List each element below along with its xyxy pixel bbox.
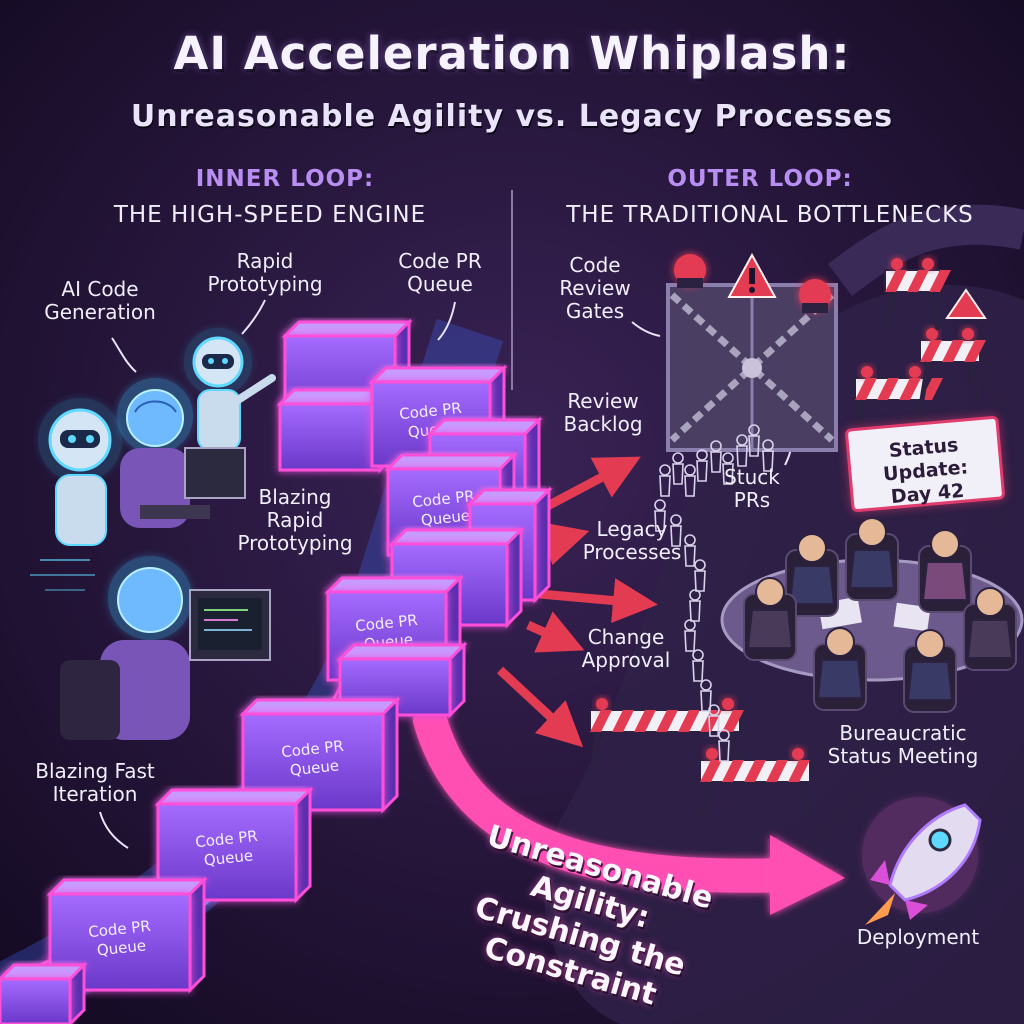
waiting-figure-icon bbox=[684, 534, 696, 567]
attendee-icon bbox=[785, 533, 839, 617]
attendee-icon bbox=[963, 587, 1017, 671]
waiting-figure-icon bbox=[670, 514, 682, 547]
page-subtitle: Unreasonable Agility vs. Legacy Processe… bbox=[130, 99, 894, 134]
label-rapid-prototyping: Rapid Prototyping bbox=[207, 249, 323, 296]
inner-loop-subheading: THE HIGH-SPEED ENGINE bbox=[113, 202, 427, 228]
outer-loop-subheading: THE TRADITIONAL BOTTLENECKS bbox=[566, 202, 974, 228]
code-stream-icon bbox=[30, 559, 95, 591]
label-legacy-processes: Legacy Processes bbox=[582, 517, 682, 564]
label-blazing-fast-iteration: Blazing Fast Iteration bbox=[35, 759, 155, 806]
road-top bbox=[827, 204, 1024, 296]
developer-bottom-icon bbox=[60, 556, 271, 740]
siren-left-icon bbox=[674, 254, 706, 288]
waiting-figure-icon bbox=[708, 704, 720, 737]
warning-sign-icon bbox=[727, 252, 777, 298]
warning-sign-far-icon bbox=[945, 288, 987, 319]
waiting-figure-icon bbox=[696, 449, 708, 482]
waiting-figure-icon bbox=[710, 440, 722, 473]
label-ai-code-generation: AI Code Generation bbox=[44, 277, 156, 324]
pr-queue-box-label: Queue bbox=[203, 846, 254, 869]
label-review-backlog: Review Backlog bbox=[563, 389, 643, 436]
waiting-figure-icon bbox=[700, 679, 712, 712]
waiting-figure-icon bbox=[748, 424, 760, 457]
pointer-ai-code bbox=[111, 337, 137, 373]
waiting-figure-icon bbox=[762, 439, 774, 472]
agility-arrow-body bbox=[413, 703, 807, 893]
pointer-fast-iteration bbox=[99, 811, 129, 849]
barrier-icon bbox=[919, 328, 986, 401]
status-update-text: Status Update: Day 42 bbox=[882, 434, 969, 508]
robot-left-icon bbox=[38, 398, 122, 546]
attendee-icon bbox=[918, 529, 972, 613]
arrow-to-change-approval bbox=[539, 578, 658, 623]
outer-loop-heading: OUTER LOOP: bbox=[667, 166, 853, 192]
attendee-icon bbox=[845, 517, 899, 601]
pr-queue-box bbox=[0, 961, 88, 1024]
waiting-figure-icon bbox=[684, 464, 696, 497]
arrow-to-legacy-processes bbox=[539, 521, 590, 566]
pr-queue-box-label: Queue bbox=[96, 936, 147, 959]
barrier-icon bbox=[884, 258, 951, 331]
inner-loop-heading: INNER LOOP: bbox=[195, 166, 375, 192]
waiting-figure-icon bbox=[718, 729, 730, 762]
waiting-figure-icon bbox=[689, 589, 701, 622]
label-blazing-rapid-prototyping: Blazing Rapid Prototyping bbox=[237, 485, 353, 555]
siren-right-icon bbox=[799, 279, 831, 313]
rocket-icon bbox=[862, 797, 982, 925]
meeting-attendees bbox=[743, 517, 1017, 713]
label-code-review-gates: Code Review Gates bbox=[559, 253, 631, 323]
waiting-figure-icon bbox=[722, 452, 734, 485]
label-change-approval: Change Approval bbox=[581, 625, 671, 672]
arrow-to-review-backlog bbox=[537, 456, 641, 514]
barrier-icon bbox=[699, 748, 811, 821]
waiting-figure-icon bbox=[694, 559, 706, 592]
robot-right-icon bbox=[184, 328, 276, 451]
agility-arrow-head bbox=[770, 835, 845, 915]
pr-queue-box-label: Queue bbox=[289, 756, 340, 779]
waiting-figure-icon bbox=[659, 464, 671, 497]
barriers bbox=[589, 258, 986, 821]
arrow-to-barrier bbox=[496, 666, 584, 748]
developer-top-icon bbox=[117, 378, 246, 528]
label-stuck-prs: Stuck PRs bbox=[724, 465, 780, 512]
pointer-code-pr-queue bbox=[437, 301, 456, 341]
barrier-icon bbox=[589, 698, 744, 771]
label-bureaucratic-status-meeting: Bureaucratic Status Meeting bbox=[827, 721, 979, 768]
pr-queue-box-label: Queue bbox=[420, 506, 471, 529]
stuck-prs-queue bbox=[654, 424, 774, 762]
label-code-pr-queue: Code PR Queue bbox=[398, 249, 482, 296]
waiting-figure-icon bbox=[736, 434, 748, 467]
pointer-review-gates bbox=[631, 321, 661, 337]
pointer-rapid-prototyping bbox=[241, 299, 266, 335]
page-title: AI Acceleration Whiplash: bbox=[173, 27, 851, 80]
attendee-icon bbox=[813, 627, 867, 711]
label-deployment: Deployment bbox=[856, 925, 980, 949]
attendee-icon bbox=[743, 577, 797, 661]
waiting-figure-icon bbox=[654, 499, 666, 532]
arrow-to-change-approval-2 bbox=[526, 611, 585, 653]
attendee-icon bbox=[903, 629, 957, 713]
status-update-sign: Status Update: Day 42 bbox=[844, 415, 1006, 513]
waiting-figure-icon bbox=[672, 452, 684, 485]
